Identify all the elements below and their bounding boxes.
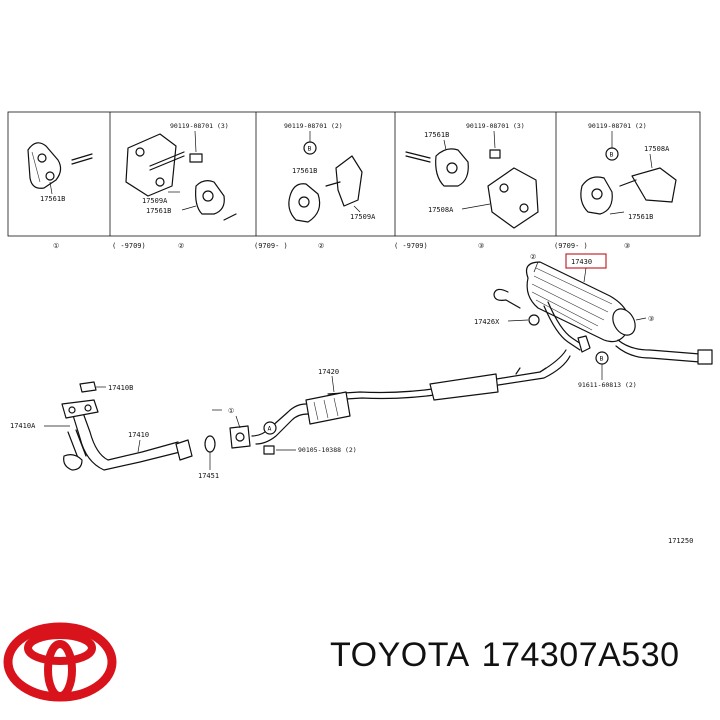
toyota-logo [3, 622, 117, 702]
gasket-17410B [79, 381, 97, 393]
bracket-plate [487, 167, 539, 229]
front-pipe [61, 399, 193, 471]
brand-name: TOYOTA [330, 636, 470, 674]
callout-17430: 17430 [571, 258, 592, 266]
callout-17509A: 17509A [350, 213, 376, 221]
svg-text:A: A [268, 425, 272, 433]
callout-bolt: 90119-08701 (3) [466, 122, 525, 130]
callout-17561B: 17561B [40, 195, 65, 203]
panel-4: 17561B 90119-08701 (3) 17508A [405, 122, 539, 229]
callout-17420: 17420 [318, 368, 339, 376]
hanger-bracket [335, 155, 363, 207]
gasket-17426X [528, 314, 540, 326]
strip-frame [7, 111, 701, 237]
svg-text:B: B [600, 355, 604, 363]
hanger-rod [405, 151, 431, 163]
circle-3-label: ③ [648, 315, 654, 323]
svg-text:B: B [308, 145, 312, 153]
pipe-section [429, 373, 499, 401]
caption-num: ② [318, 242, 324, 250]
ring-17451 [204, 435, 216, 453]
caption-range: (9709- ) [554, 242, 588, 250]
logo-horizontal-ellipse [24, 631, 96, 665]
hanger-tab [577, 335, 591, 353]
logo-vertical-ellipse [44, 640, 76, 700]
callout-bolt-center: 90105-10388 (2) [298, 446, 357, 454]
callout-17508A: 17508A [428, 206, 454, 214]
caption-range: (9709- ) [254, 242, 288, 250]
callout-17451: 17451 [198, 472, 219, 480]
rubber-mount [27, 142, 62, 189]
panel-captions: ① ( -9709) ② (9709- ) ② ( -9709) ③ (9709… [53, 242, 630, 250]
callout-bolt-right: 91611-60813 (2) [578, 381, 637, 389]
muffler-body [525, 261, 630, 343]
callout-17561B: 17561B [628, 213, 653, 221]
tail-muffler [493, 261, 713, 365]
panel-2: 90119-08701 (3) 17509A 17561B [125, 122, 237, 221]
circle-1-label: ① [228, 407, 234, 415]
bolt [489, 149, 501, 159]
bracket-stud [149, 151, 185, 171]
panel-5: 90119-08701 (2) B 17508A 17561B [580, 122, 677, 221]
circle-2-label: ② [530, 253, 536, 261]
hanger-detail-strip [7, 111, 701, 237]
tail-pipe [617, 339, 701, 355]
circle-a [263, 421, 277, 435]
caption-range: ( -9709) [112, 242, 146, 250]
front-pipe-flange [175, 439, 193, 461]
panel-3: 90119-08701 (2) B 17561B 17509A [284, 122, 376, 223]
hanger-rod [71, 153, 93, 161]
callout-17426X: 17426X [474, 318, 500, 326]
bolt [189, 153, 203, 163]
center-resonator [305, 391, 351, 425]
part-number: 174307A530 [481, 636, 680, 674]
callout-17410B: 17410B [108, 384, 133, 392]
callout-bolt: 90119-08701 (2) [588, 122, 647, 130]
hanger-bracket [631, 167, 677, 203]
caption-num: ① [53, 242, 59, 250]
center-pipe [229, 349, 571, 449]
bolt-center [263, 445, 275, 455]
callout-bolt: 90119-08701 (3) [170, 122, 229, 130]
caption-range: ( -9709) [394, 242, 428, 250]
callout-17410A: 17410A [10, 422, 36, 430]
svg-text:B: B [610, 151, 614, 159]
callout-17561B: 17561B [146, 207, 171, 215]
caption-num: ② [178, 242, 184, 250]
circle-b [303, 141, 317, 155]
brand-caption: TOYOTA 174307A530 [330, 636, 710, 684]
circle-b [605, 147, 619, 161]
callout-17561B: 17561B [292, 167, 317, 175]
callout-17509A: 17509A [142, 197, 168, 205]
diagram-id: 171250 [668, 537, 693, 545]
callout-bolt: 90119-08701 (2) [284, 122, 343, 130]
tail-pipe-tip [697, 349, 713, 365]
callout-17508A: 17508A [644, 145, 670, 153]
caption-num: ③ [478, 242, 484, 250]
callout-17410: 17410 [128, 431, 149, 439]
callout-17561B: 17561B [424, 131, 449, 139]
manifold-flange [61, 399, 99, 419]
caption-num: ③ [624, 242, 630, 250]
panel-1: 17561B [27, 142, 93, 203]
